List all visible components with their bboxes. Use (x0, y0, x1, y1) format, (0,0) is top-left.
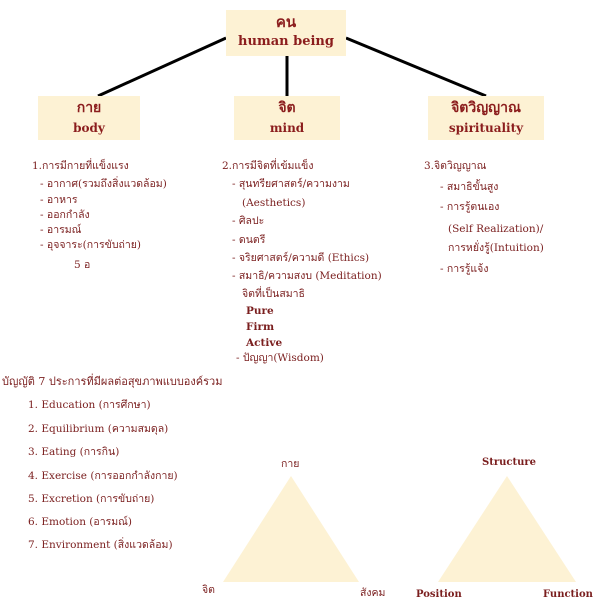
spirit-list-item: (Self Realization)/ (448, 223, 544, 235)
spirit-list-item: การหยั่งรู้(Intuition) (448, 242, 544, 254)
connector-top-body (97, 36, 227, 98)
spirit-list-item: - การรู้แจ้ง (440, 263, 489, 275)
node-spirituality-thai: จิตวิญญาณ (451, 100, 521, 116)
rule-item: 2. Equilibrium (ความสมดุล) (28, 423, 169, 435)
body-list-heading: 1.การมีกายที่แข็งแรง (32, 160, 129, 172)
spirit-list-item: - สมาธิขั้นสูง (440, 181, 499, 193)
mind-list-item: - จริยศาสตร์/ความดี (Ethics) (232, 252, 370, 264)
triangle2-left-label: Position (416, 589, 462, 600)
mind-list-item: - สมาธิ/ความสงบ (Meditation) (232, 270, 382, 282)
spirit-list-item: - การรู้ตนเอง (440, 201, 500, 213)
mind-list-item: - ปัญญา(Wisdom) (236, 352, 324, 364)
triangle2-right-label: Function (543, 589, 593, 600)
body-list-item: - อุจจาระ(การขับถ่าย) (40, 239, 142, 251)
node-human-being-thai: คน (275, 13, 297, 31)
body-list-item: - อารมณ์ (40, 224, 82, 236)
triangle1-top-label: กาย (281, 458, 300, 470)
mind-list-item: จิตที่เป็นสมาธิ (242, 288, 305, 300)
rule-item: 7. Environment (สิ่งแวดล้อม) (28, 539, 173, 551)
node-spirituality: จิตวิญญาณ spirituality (428, 96, 544, 140)
mind-list-item: Pure (246, 305, 274, 317)
mind-list-item: - ศิลปะ (232, 215, 265, 227)
node-body-thai: กาย (76, 100, 102, 116)
body-list-item: - ออกกำลัง (40, 209, 90, 221)
mind-list-item: Active (246, 337, 283, 349)
mind-list-item: - ดนตรี (232, 234, 266, 246)
spirit-list-heading: 3.จิตวิญญาณ (424, 160, 487, 172)
mind-list-heading: 2.การมีจิตที่เข้มแข็ง (222, 160, 314, 172)
node-human-being-english: human being (238, 34, 334, 49)
mind-list-item: Firm (246, 321, 275, 333)
body-list-note: 5 อ (74, 259, 91, 271)
node-mind-english: mind (269, 121, 305, 135)
node-spirituality-english: spirituality (448, 121, 524, 135)
triangle1-right-label: สังคม (360, 587, 386, 599)
rule-item: 1. Education (การศึกษา) (28, 399, 151, 411)
triangle-body-mind-society (223, 476, 359, 582)
node-human-being: คน human being (226, 10, 346, 56)
rule-item: 4. Exercise (การออกกำลังกาย) (28, 470, 178, 482)
rule-item: 6. Emotion (อารมณ์) (28, 516, 132, 528)
mind-list-item: (Aesthetics) (242, 197, 306, 209)
triangle2-top-label: Structure (482, 457, 536, 468)
body-list-item: - อากาศ(รวมถึงสิ่งแวดล้อม) (40, 178, 167, 190)
node-mind-thai: จิต (278, 100, 296, 116)
mind-list-item: - สุนทรียศาสตร์/ความงาม (232, 178, 350, 190)
node-body: กาย body (38, 96, 140, 140)
node-mind: จิต mind (234, 96, 340, 140)
node-body-english: body (73, 121, 105, 135)
rule-item: 3. Eating (การกิน) (28, 446, 120, 458)
rules-title: บัญญัติ 7 ประการที่มีผลต่อสุขภาพแบบองค์ร… (2, 375, 223, 388)
triangle1-left-label: จิต (202, 584, 215, 596)
connector-top-spirit (345, 36, 487, 98)
rule-item: 5. Excretion (การขับถ่าย) (28, 493, 155, 505)
body-list-item: - อาหาร (40, 194, 78, 206)
triangle-structure-position-function (438, 476, 576, 582)
